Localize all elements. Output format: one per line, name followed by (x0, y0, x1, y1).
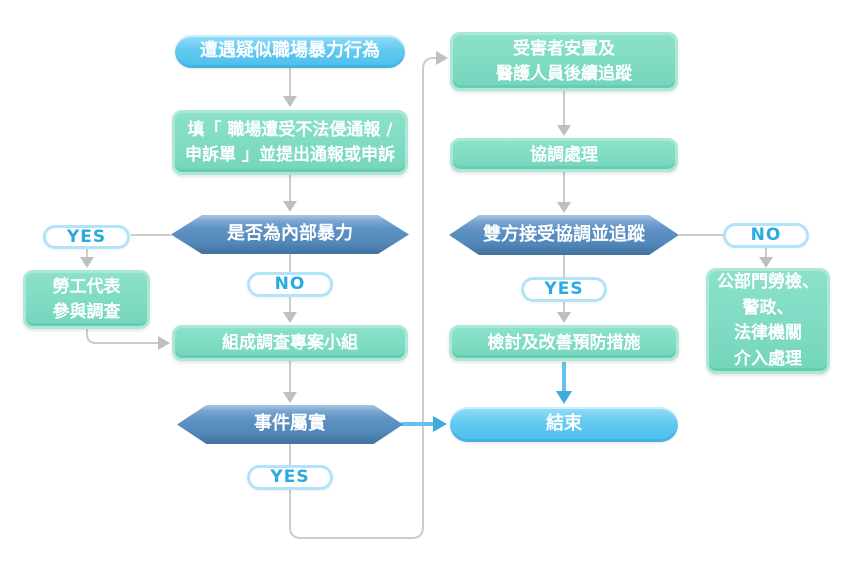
node-investigation-task-force: 組成調查專案小組 (172, 325, 408, 361)
node-labor-representative: 勞工代表 參與調查 (23, 270, 150, 329)
arrowhead-end-top (556, 391, 572, 404)
label-yes-coordination: YES (521, 277, 607, 302)
arrowhead-decision1 (283, 201, 297, 212)
arrowhead-decision2 (283, 392, 297, 403)
arrowhead-decision3 (557, 202, 571, 213)
decision-internal-violence: 是否為內部暴力 (171, 215, 409, 254)
decision-incident-confirmed: 事件屬實 (177, 405, 403, 444)
node-review-improve-prevention: 檢討及改善預防措施 (449, 325, 679, 361)
node-fill-complaint-form: 填「 職場遭受不法侵通報 / 申訴單 」並提出通報或申訴 (172, 110, 408, 175)
decision-both-accept-coordination: 雙方接受協調並追蹤 (449, 215, 679, 255)
label-yes-incident: YES (247, 465, 333, 490)
label-no-coordination: NO (723, 223, 809, 248)
arrowhead-victimcare (436, 51, 448, 65)
connector-laborrep-to-taskforce (86, 329, 158, 344)
arrowhead-laborrep (80, 257, 94, 268)
node-victim-care: 受害者安置及 醫護人員後續追蹤 (450, 32, 678, 91)
arrowhead-coordination (557, 125, 571, 136)
label-no-internal: NO (247, 272, 333, 297)
arrowhead-end-left (433, 416, 447, 432)
arrowhead-review (557, 312, 571, 323)
label-yes-internal: YES (43, 225, 130, 249)
node-coordination: 協調處理 (450, 138, 678, 172)
arrowhead-taskforce-top (283, 312, 297, 323)
node-public-authority-intervention: 公部門勞檢、 警政、 法律機關 介入處理 (706, 268, 830, 374)
node-start: 遭遇疑似職場暴力行為 (175, 35, 405, 68)
arrowhead-form (283, 96, 297, 107)
arrowhead-authority (759, 257, 773, 268)
arrowhead-taskforce-left (158, 336, 170, 350)
connector-loop-to-victimcare (289, 57, 436, 539)
node-end: 結束 (450, 407, 678, 442)
